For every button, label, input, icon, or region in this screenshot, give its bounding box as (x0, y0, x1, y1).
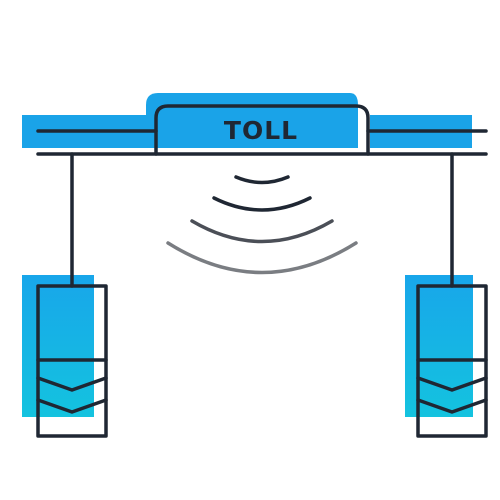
right-pillar-blue-fill (405, 275, 473, 417)
signal-wave-2 (212, 196, 312, 212)
signal-wave-3 (190, 219, 334, 244)
right-chevron-upper (416, 376, 488, 392)
wireless-signal-icon (166, 175, 358, 275)
signal-wave-4 (166, 241, 358, 275)
right-chevron-lower (416, 398, 488, 414)
toll-sign-outline (154, 104, 370, 156)
signal-wave-1 (234, 175, 290, 185)
left-chevron-upper (36, 376, 108, 392)
left-chevron-lower (36, 398, 108, 414)
left-pillar-blue-fill (22, 275, 94, 417)
toll-sign-label: TOLL (223, 116, 299, 145)
